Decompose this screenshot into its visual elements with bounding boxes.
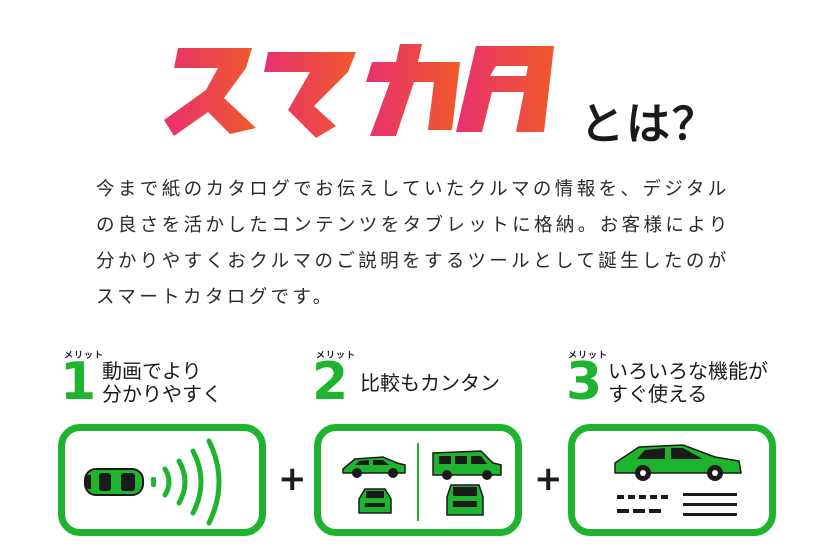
car-info-icon xyxy=(614,444,742,516)
info-lines-icon xyxy=(617,493,737,516)
merit-label: 比較もカンタン xyxy=(360,371,500,395)
signal-waves-icon xyxy=(151,438,222,526)
merit-tag: メリット xyxy=(316,351,357,361)
merit-1: メリット 1 動画でより 分かりやすく xyxy=(60,348,280,418)
merit-tag: メリット xyxy=(64,351,105,361)
merit-tag: メリット xyxy=(568,351,609,361)
sumakata-logo xyxy=(164,44,554,138)
merit-number: 2 xyxy=(312,352,349,412)
minivan-side-icon xyxy=(432,450,502,480)
car-comparison-icon xyxy=(342,443,502,521)
comparison-feature-box xyxy=(314,424,522,536)
title-suffix: とは？ xyxy=(580,99,718,150)
merit-number: 1 xyxy=(60,352,97,412)
merit-number: 3 xyxy=(566,352,603,412)
functions-feature-box xyxy=(568,424,776,536)
video-feature-box xyxy=(58,424,266,536)
merit-label: いろいろな機能が すぐ使える xyxy=(608,359,768,406)
minivan-front-icon xyxy=(446,484,484,516)
description-text: 今まで紙のカタログでお伝えしていたクルマの情報を、デジタル の良さを活かしたコン… xyxy=(96,179,731,308)
sedan-front-icon xyxy=(358,488,392,514)
car-top-view-icon xyxy=(84,468,144,496)
plus-sign: + xyxy=(278,459,307,499)
page-title: とは？ xyxy=(160,36,716,150)
sedan-side-icon xyxy=(342,456,406,478)
plus-sign: + xyxy=(534,459,563,499)
merit-label: 動画でより 分かりやすく xyxy=(102,359,222,406)
car-side-icon xyxy=(614,444,742,481)
merit-2: メリット 2 比較もカンタン xyxy=(312,348,552,418)
merit-3: メリット 3 いろいろな機能が すぐ使える xyxy=(566,348,826,418)
